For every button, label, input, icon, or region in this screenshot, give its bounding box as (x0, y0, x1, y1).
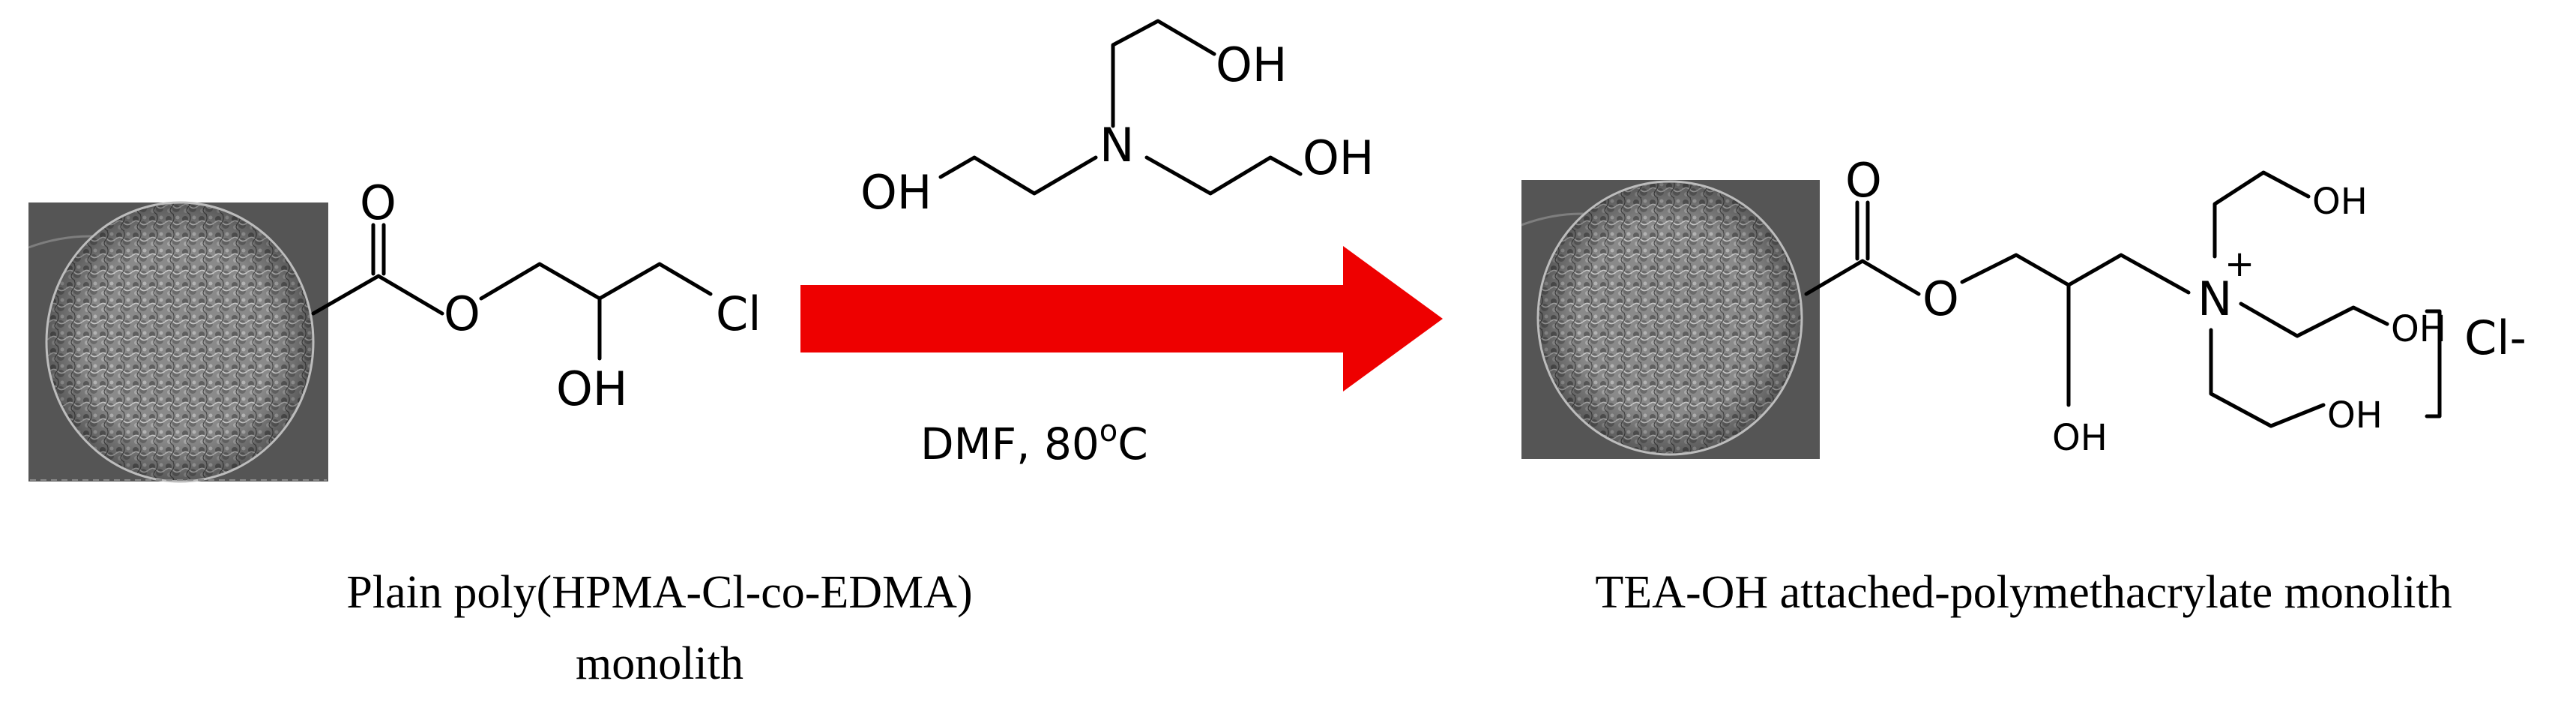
reaction-arrow (800, 246, 1443, 392)
conditions-unit: C (1117, 418, 1148, 470)
svg-text:DMF, 80oC: DMF, 80oC (920, 414, 1148, 470)
reactant-chlorine: Cl (716, 286, 761, 341)
reactant-carbonyl-oxygen: O (360, 176, 396, 230)
product-structure: O O OH N + OH OH OH Cl- (1804, 153, 2527, 459)
reactant-caption-line2: monolith (576, 638, 743, 689)
reactant-ester-oxygen: O (444, 286, 480, 341)
reactant-hydroxyl: OH (556, 362, 627, 416)
reactant-structure: O O OH Cl (311, 176, 761, 416)
reagent-oh-right: OH (1303, 130, 1374, 185)
reaction-conditions: DMF, 80oC (920, 414, 1148, 470)
reagent-oh-top: OH (1216, 38, 1287, 92)
product-caption: TEA-OH attached-polymethacrylate monolit… (1595, 567, 2452, 618)
product-sem-image (1521, 180, 1820, 459)
product-oh-middle: OH (2391, 308, 2446, 350)
reagent-nitrogen: N (1100, 118, 1134, 172)
product-ester-oxygen: O (1922, 272, 1959, 326)
reagent-triethanolamine: OH N OH OH (860, 19, 1374, 220)
conditions-solvent-temp: DMF, 80 (920, 418, 1100, 470)
conditions-degree: o (1100, 414, 1117, 448)
product-carbonyl-oxygen: O (1845, 153, 1882, 208)
product-oh-top: OH (2312, 181, 2368, 223)
product-positive-charge: + (2224, 243, 2254, 285)
reactant-caption-line1: Plain poly(HPMA-Cl-co-EDMA) (346, 567, 972, 618)
product-oh-bottom: OH (2327, 394, 2383, 436)
reagent-oh-left: OH (860, 165, 932, 220)
reactant-sem-image (28, 201, 328, 483)
product-hydroxyl: OH (2052, 417, 2108, 459)
product-counterion: Cl- (2464, 310, 2527, 365)
product-nitrogen: N (2198, 272, 2232, 326)
